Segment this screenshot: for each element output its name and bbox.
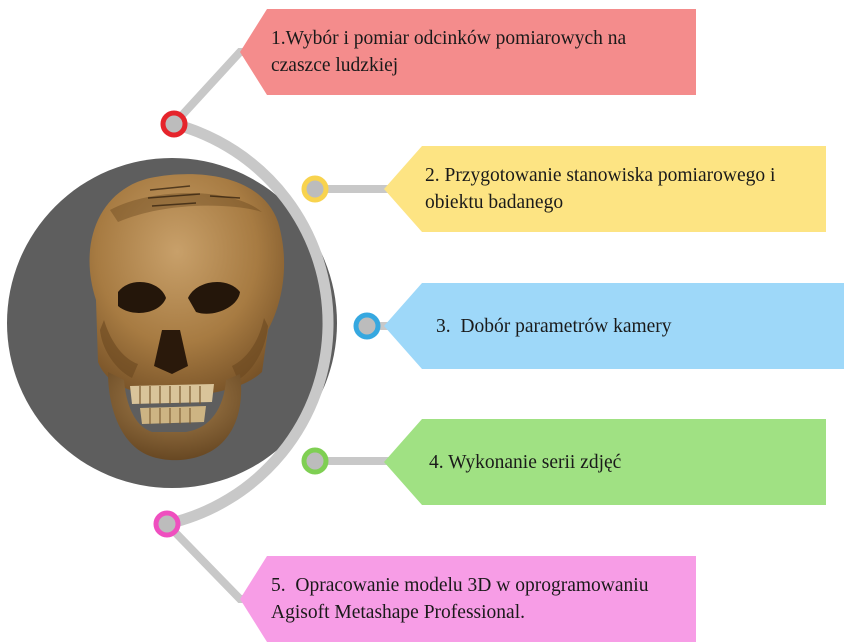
step-4-box: 4. Wykonanie serii zdjęć [384, 419, 826, 505]
step-5-text: 5. Opracowanie modelu 3D w oprogramowani… [271, 572, 688, 626]
step-5-box: 5. Opracowanie modelu 3D w oprogramowani… [240, 556, 696, 642]
step-2-box: 2. Przygotowanie stanowiska pomiarowego … [384, 146, 826, 232]
step-1-box: 1.Wybór i pomiar odcinków pomiarowych na… [240, 9, 696, 95]
step-2-text: 2. Przygotowanie stanowiska pomiarowego … [425, 162, 820, 216]
step-4-text: 4. Wykonanie serii zdjęć [429, 449, 621, 476]
step-1-text: 1.Wybór i pomiar odcinków pomiarowych na… [271, 25, 688, 79]
node-3-ring [356, 315, 378, 337]
node-4-ring [304, 450, 326, 472]
node-2-ring [304, 178, 326, 200]
step-3-box: 3. Dobór parametrów kamery [384, 283, 844, 369]
node-1-ring [163, 113, 185, 135]
node-5-ring [156, 513, 178, 535]
step-3-text: 3. Dobór parametrów kamery [436, 313, 672, 340]
